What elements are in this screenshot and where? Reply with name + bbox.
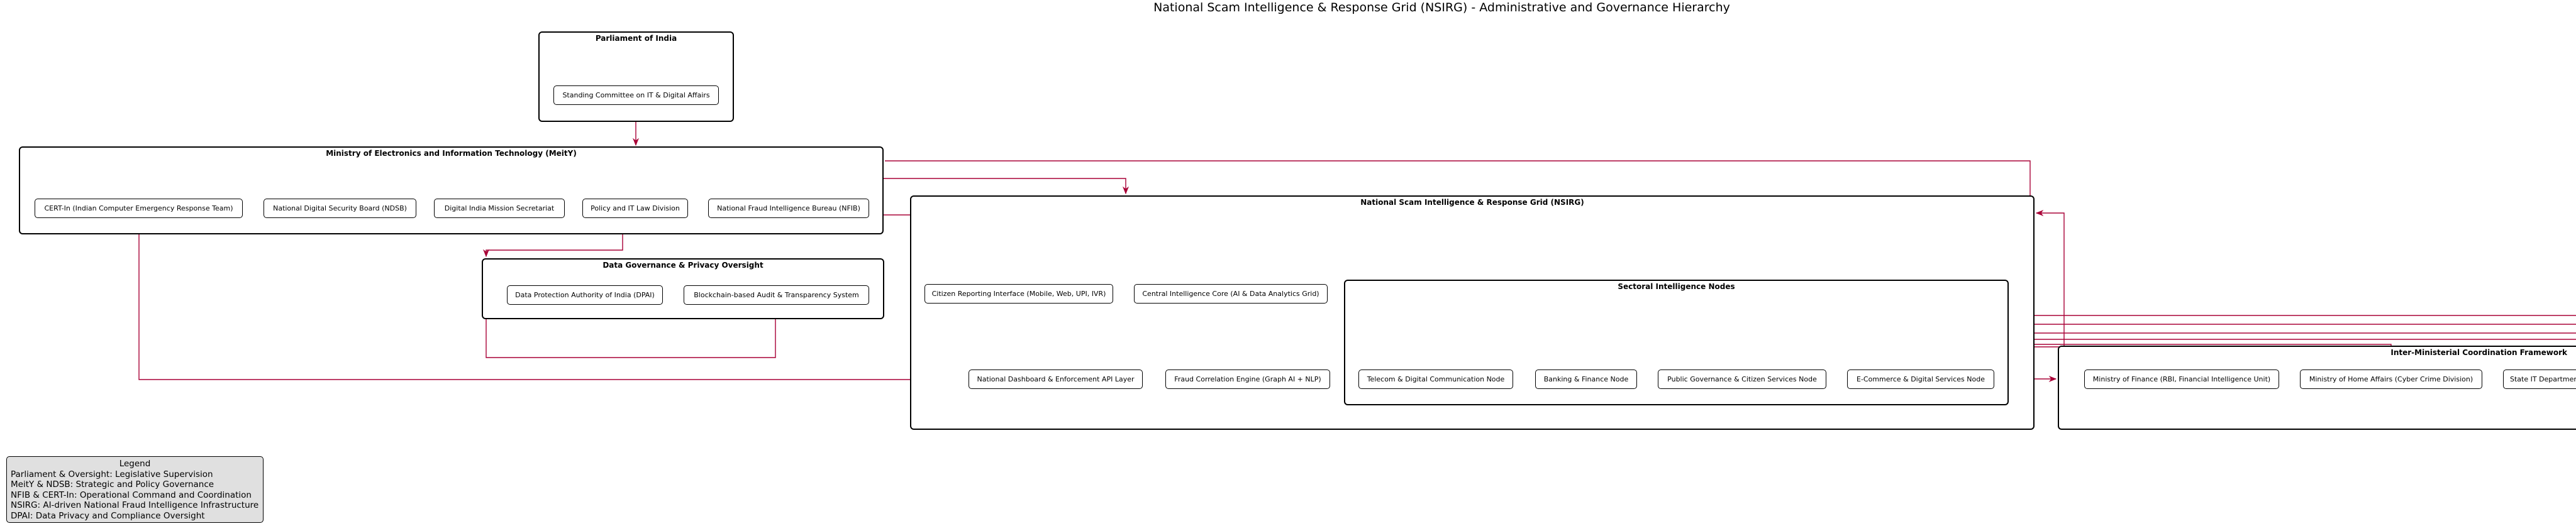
edge-dashboard-to-cert-in xyxy=(135,219,969,380)
cluster-label-inter-ministerial: Inter-Ministerial Coordination Framework xyxy=(2390,348,2567,357)
legend-line: MeitY & NDSB: Strategic and Policy Gover… xyxy=(11,479,214,490)
cluster-label-sectoral: Sectoral Intelligence Nodes xyxy=(1618,282,1735,291)
cluster-label-meity: Ministry of Electronics and Information … xyxy=(326,149,577,158)
edge-data-gov-to-blockchain xyxy=(486,305,779,358)
node-dpai[interactable]: Data Protection Authority of India (DPAI… xyxy=(507,285,663,305)
cluster-parliament: Parliament of India xyxy=(538,31,734,122)
legend-line: DPAI: Data Privacy and Compliance Oversi… xyxy=(11,510,205,521)
node-state-it[interactable]: State IT Department xyxy=(2503,370,2576,389)
node-mha[interactable]: Ministry of Home Affairs (Cyber Crime Di… xyxy=(2300,370,2482,389)
legend-title: Legend xyxy=(119,459,151,469)
node-standing-committee[interactable]: Standing Committee on IT & Digital Affai… xyxy=(553,85,719,105)
cluster-label-parliament: Parliament of India xyxy=(595,34,677,43)
node-banking[interactable]: Banking & Finance Node xyxy=(1535,370,1637,389)
node-central-core[interactable]: Central Intelligence Core (AI & Data Ana… xyxy=(1134,284,1328,304)
diagram-title: National Scam Intelligence & Response Gr… xyxy=(1153,1,1730,14)
node-ndsb[interactable]: National Digital Security Board (NDSB) xyxy=(264,199,416,218)
cluster-label-data-governance: Data Governance & Privacy Oversight xyxy=(602,261,763,270)
node-fraud-engine[interactable]: Fraud Correlation Engine (Graph AI + NLP… xyxy=(1165,370,1330,389)
node-cert-in[interactable]: CERT-In (Indian Computer Emergency Respo… xyxy=(35,199,243,218)
node-digital-india[interactable]: Digital India Mission Secretariat xyxy=(434,199,565,218)
node-nfib[interactable]: National Fraud Intelligence Bureau (NFIB… xyxy=(708,199,869,218)
cluster-meity: Ministry of Electronics and Information … xyxy=(19,146,884,234)
node-blockchain-audit[interactable]: Blockchain-based Audit & Transparency Sy… xyxy=(684,285,869,305)
node-policy-law[interactable]: Policy and IT Law Division xyxy=(582,199,688,218)
cluster-label-nsirg: National Scam Intelligence & Response Gr… xyxy=(1360,198,1584,207)
legend-line: Parliament & Oversight: Legislative Supe… xyxy=(11,469,213,479)
legend: Legend Parliament & Oversight: Legislati… xyxy=(6,456,264,523)
node-telecom[interactable]: Telecom & Digital Communication Node xyxy=(1358,370,1513,389)
node-public-gov[interactable]: Public Governance & Citizen Services Nod… xyxy=(1658,370,1826,389)
node-citizen-reporting[interactable]: Citizen Reporting Interface (Mobile, Web… xyxy=(924,284,1113,304)
legend-line: NFIB & CERT-In: Operational Command and … xyxy=(11,490,252,500)
node-mof[interactable]: Ministry of Finance (RBI, Financial Inte… xyxy=(2084,370,2279,389)
node-dashboard-api[interactable]: National Dashboard & Enforcement API Lay… xyxy=(969,370,1143,389)
legend-line: NSIRG: AI-driven National Fraud Intellig… xyxy=(11,500,259,510)
node-ecommerce[interactable]: E-Commerce & Digital Services Node xyxy=(1847,370,1994,389)
